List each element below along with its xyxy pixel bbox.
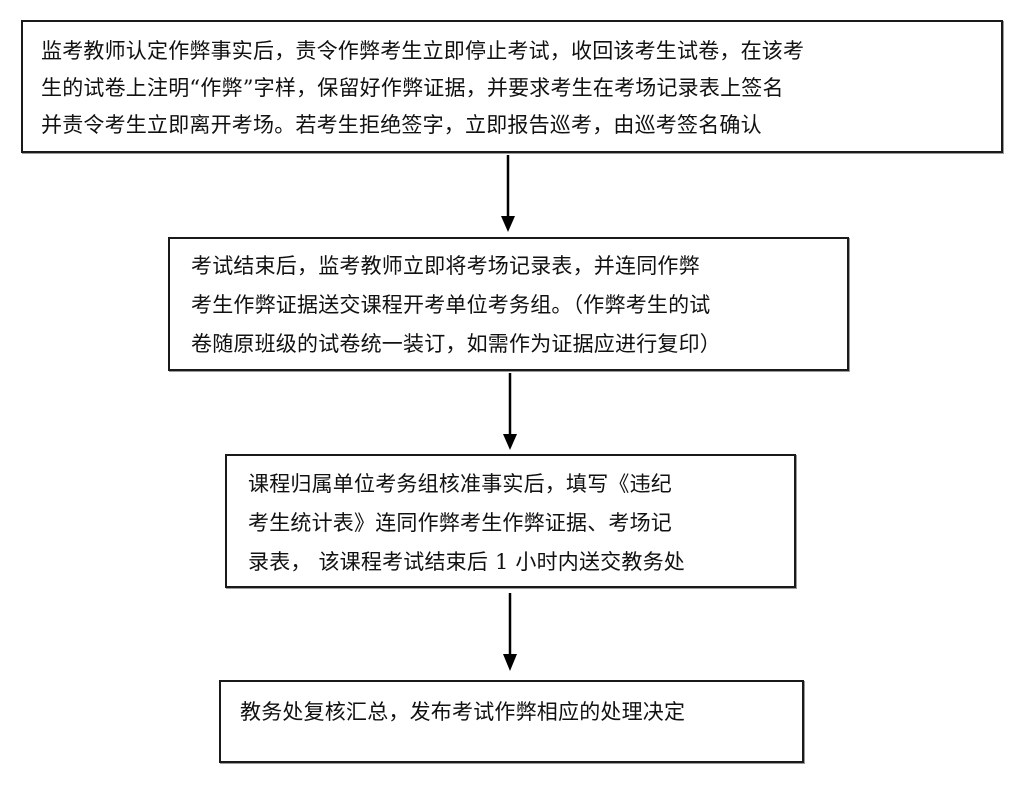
flow-step-1: 监考教师认定作弊事实后，责令作弊考生立即停止考试，收回该考生试卷，在该考 生的试… [21,20,1003,153]
step-4-line-1: 教务处复核汇总，发布考试作弊相应的处理决定 [240,700,686,724]
step-2-line-3: 卷随原班级的试卷统一装订，如需作为证据应进行复印） [191,332,721,356]
flow-step-4: 教务处复核汇总，发布考试作弊相应的处理决定 [219,680,804,763]
step-2-line-2: 考生作弊证据送交课程开考单位考务组。（作弊考生的试 [191,293,711,317]
flow-step-3: 课程归属单位考务组核准事实后，填写《违纪 考生统计表》连同作弊考生作弊证据、考场… [225,454,796,588]
step-3-line-3: 录表， 该课程考试结束后 1 小时内送交教务处 [248,550,685,574]
step-1-line-1: 监考教师认定作弊事实后，责令作弊考生立即停止考试，收回该考生试卷，在该考 [41,39,805,63]
step-1-line-2: 生的试卷上注明“作弊”字样，保留好作弊证据，并要求考生在考场记录表上签名 [41,76,784,100]
step-3-line-2: 考生统计表》连同作弊考生作弊证据、考场记 [248,511,672,535]
step-2-line-1: 考试结束后，监考教师立即将考场记录表，并连同作弊 [191,254,700,278]
flow-step-2: 考试结束后，监考教师立即将考场记录表，并连同作弊 考生作弊证据送交课程开考单位考… [168,237,849,371]
step-1-line-3: 并责令考生立即离开考场。若考生拒绝签字，立即报告巡考，由巡考签名确认 [41,113,762,137]
arrow-down-icon [503,373,517,450]
step-3-line-1: 课程归属单位考务组核准事实后，填写《违纪 [248,472,672,496]
arrow-down-icon [503,593,517,671]
arrow-down-icon [501,155,515,232]
